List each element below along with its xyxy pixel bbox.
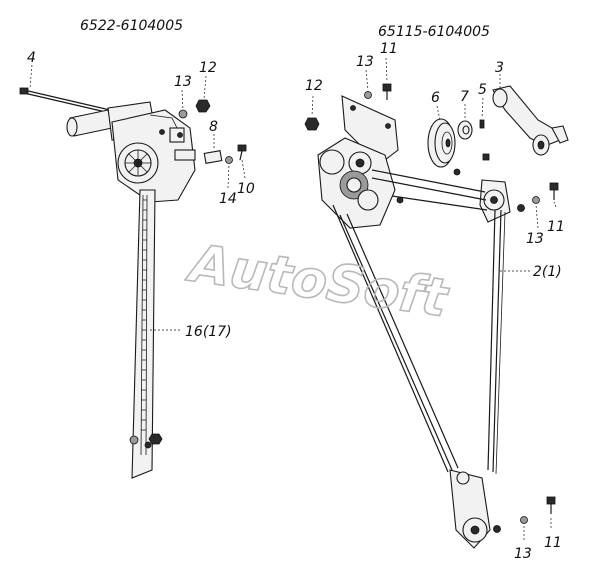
bolt-10 (237, 144, 247, 161)
part-7-ring (457, 120, 473, 140)
label-8: 8 (209, 119, 218, 135)
title-right-assembly: 65115-6104005 (378, 24, 490, 40)
washer-lower-left (129, 435, 139, 445)
gear-housing (317, 137, 404, 229)
pulley-lower (449, 469, 501, 549)
left-fasteners (129, 99, 247, 445)
plate-8 (203, 150, 223, 164)
label-11-mid: 11 (547, 219, 565, 235)
label-12-left: 12 (199, 60, 217, 76)
title-left-assembly: 6522-6104005 (80, 18, 183, 34)
part-6-cover (427, 118, 456, 168)
nut-12-right (304, 117, 320, 131)
part-3-crank-handle (492, 85, 569, 156)
label-4: 4 (27, 50, 36, 66)
label-13-bottom: 13 (514, 546, 532, 562)
watermark: AutoSoft (182, 233, 452, 329)
label-13-top: 13 (356, 54, 374, 70)
nut-lower-left (148, 433, 163, 445)
label-14: 14 (219, 191, 237, 207)
bolt-11-bottom (546, 496, 556, 514)
gearbox-plate (111, 109, 196, 203)
washer-13-top (364, 91, 372, 99)
right-fasteners (304, 83, 559, 524)
label-10: 10 (237, 181, 255, 197)
label-13-mid: 13 (526, 231, 544, 247)
label-2-1: 2(1) (533, 264, 562, 280)
screw-handle (482, 153, 490, 161)
label-13-left: 13 (174, 74, 192, 90)
bolt-11-top (382, 83, 392, 100)
part-4-rod (19, 87, 111, 114)
left-assembly: 4 13 12 8 14 10 16(17) (19, 50, 255, 479)
part-16-rack (131, 189, 156, 479)
pulley-upper-right (479, 179, 525, 223)
part-5-pin (479, 119, 485, 129)
part-2-guide-rail (332, 169, 506, 475)
label-6: 6 (431, 90, 440, 106)
left-leaders (29, 64, 246, 331)
label-11-top: 11 (380, 41, 398, 57)
label-5: 5 (478, 82, 487, 98)
label-11-bottom: 11 (544, 535, 562, 551)
label-16-17: 16(17) (185, 324, 232, 340)
washer-13-bottom (520, 516, 528, 524)
washer-14 (225, 156, 233, 164)
right-leaders (311, 57, 557, 540)
label-7: 7 (460, 89, 469, 105)
label-12-right: 12 (305, 78, 323, 94)
washer-13-mid (532, 196, 540, 204)
bolt-11-mid (549, 182, 559, 200)
washer-13-left (178, 109, 188, 119)
label-3: 3 (495, 60, 504, 76)
right-assembly: 11 13 12 6 7 5 3 11 13 2(1) 13 11 (304, 41, 569, 562)
nut-12-left (195, 99, 211, 113)
